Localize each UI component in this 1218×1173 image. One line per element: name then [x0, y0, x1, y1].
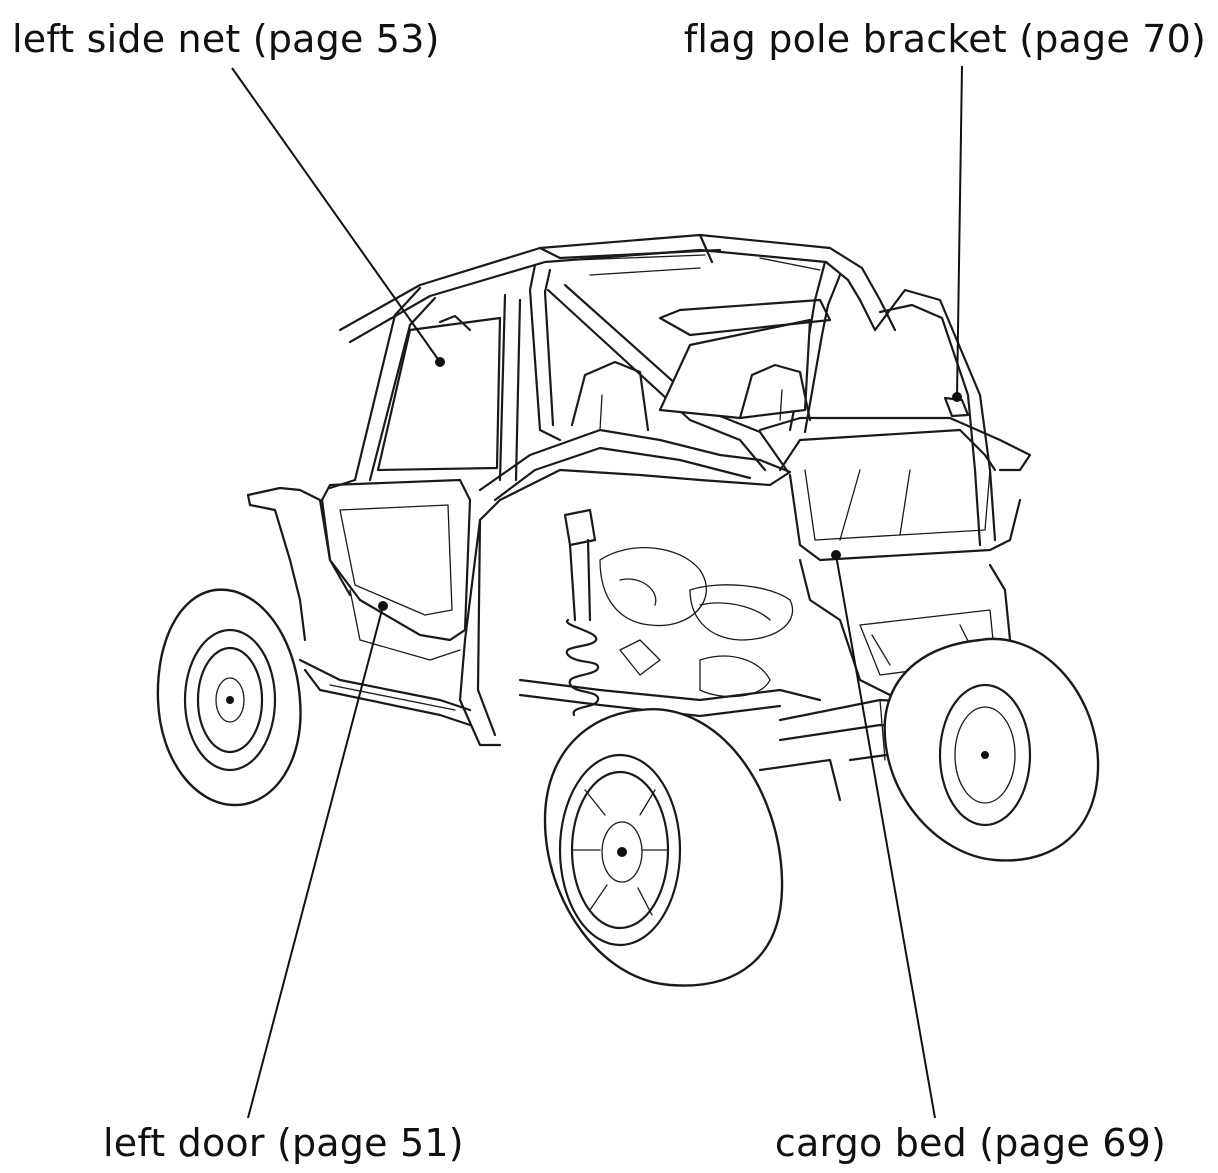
leader-cargo-bed	[835, 554, 936, 1119]
leader-left-side-net	[231, 67, 441, 363]
side-nets	[376, 298, 832, 472]
front-left-wheel	[156, 588, 302, 807]
leader-lines	[231, 65, 963, 1119]
body-panels	[246, 416, 1032, 747]
marker-cargo-bed	[831, 550, 841, 560]
callout-cargo-bed: cargo bed (page 69)	[774, 1121, 1166, 1165]
callout-flag-pole-bracket: flag pole bracket (page 70)	[683, 17, 1206, 61]
marker-left-door	[378, 601, 388, 611]
rear-right-wheel	[883, 637, 1100, 862]
leader-flag-pole-bracket	[956, 65, 963, 398]
seats	[570, 360, 812, 432]
rear-left-wheel	[543, 708, 784, 987]
callout-left-door: left door (page 51)	[103, 1121, 464, 1165]
marker-flag-pole-bracket	[952, 392, 962, 402]
callout-left-side-net: left side net (page 53)	[12, 17, 440, 61]
marker-left-side-net	[435, 357, 445, 367]
leader-left-door	[247, 605, 384, 1119]
roll-cage	[328, 233, 997, 547]
